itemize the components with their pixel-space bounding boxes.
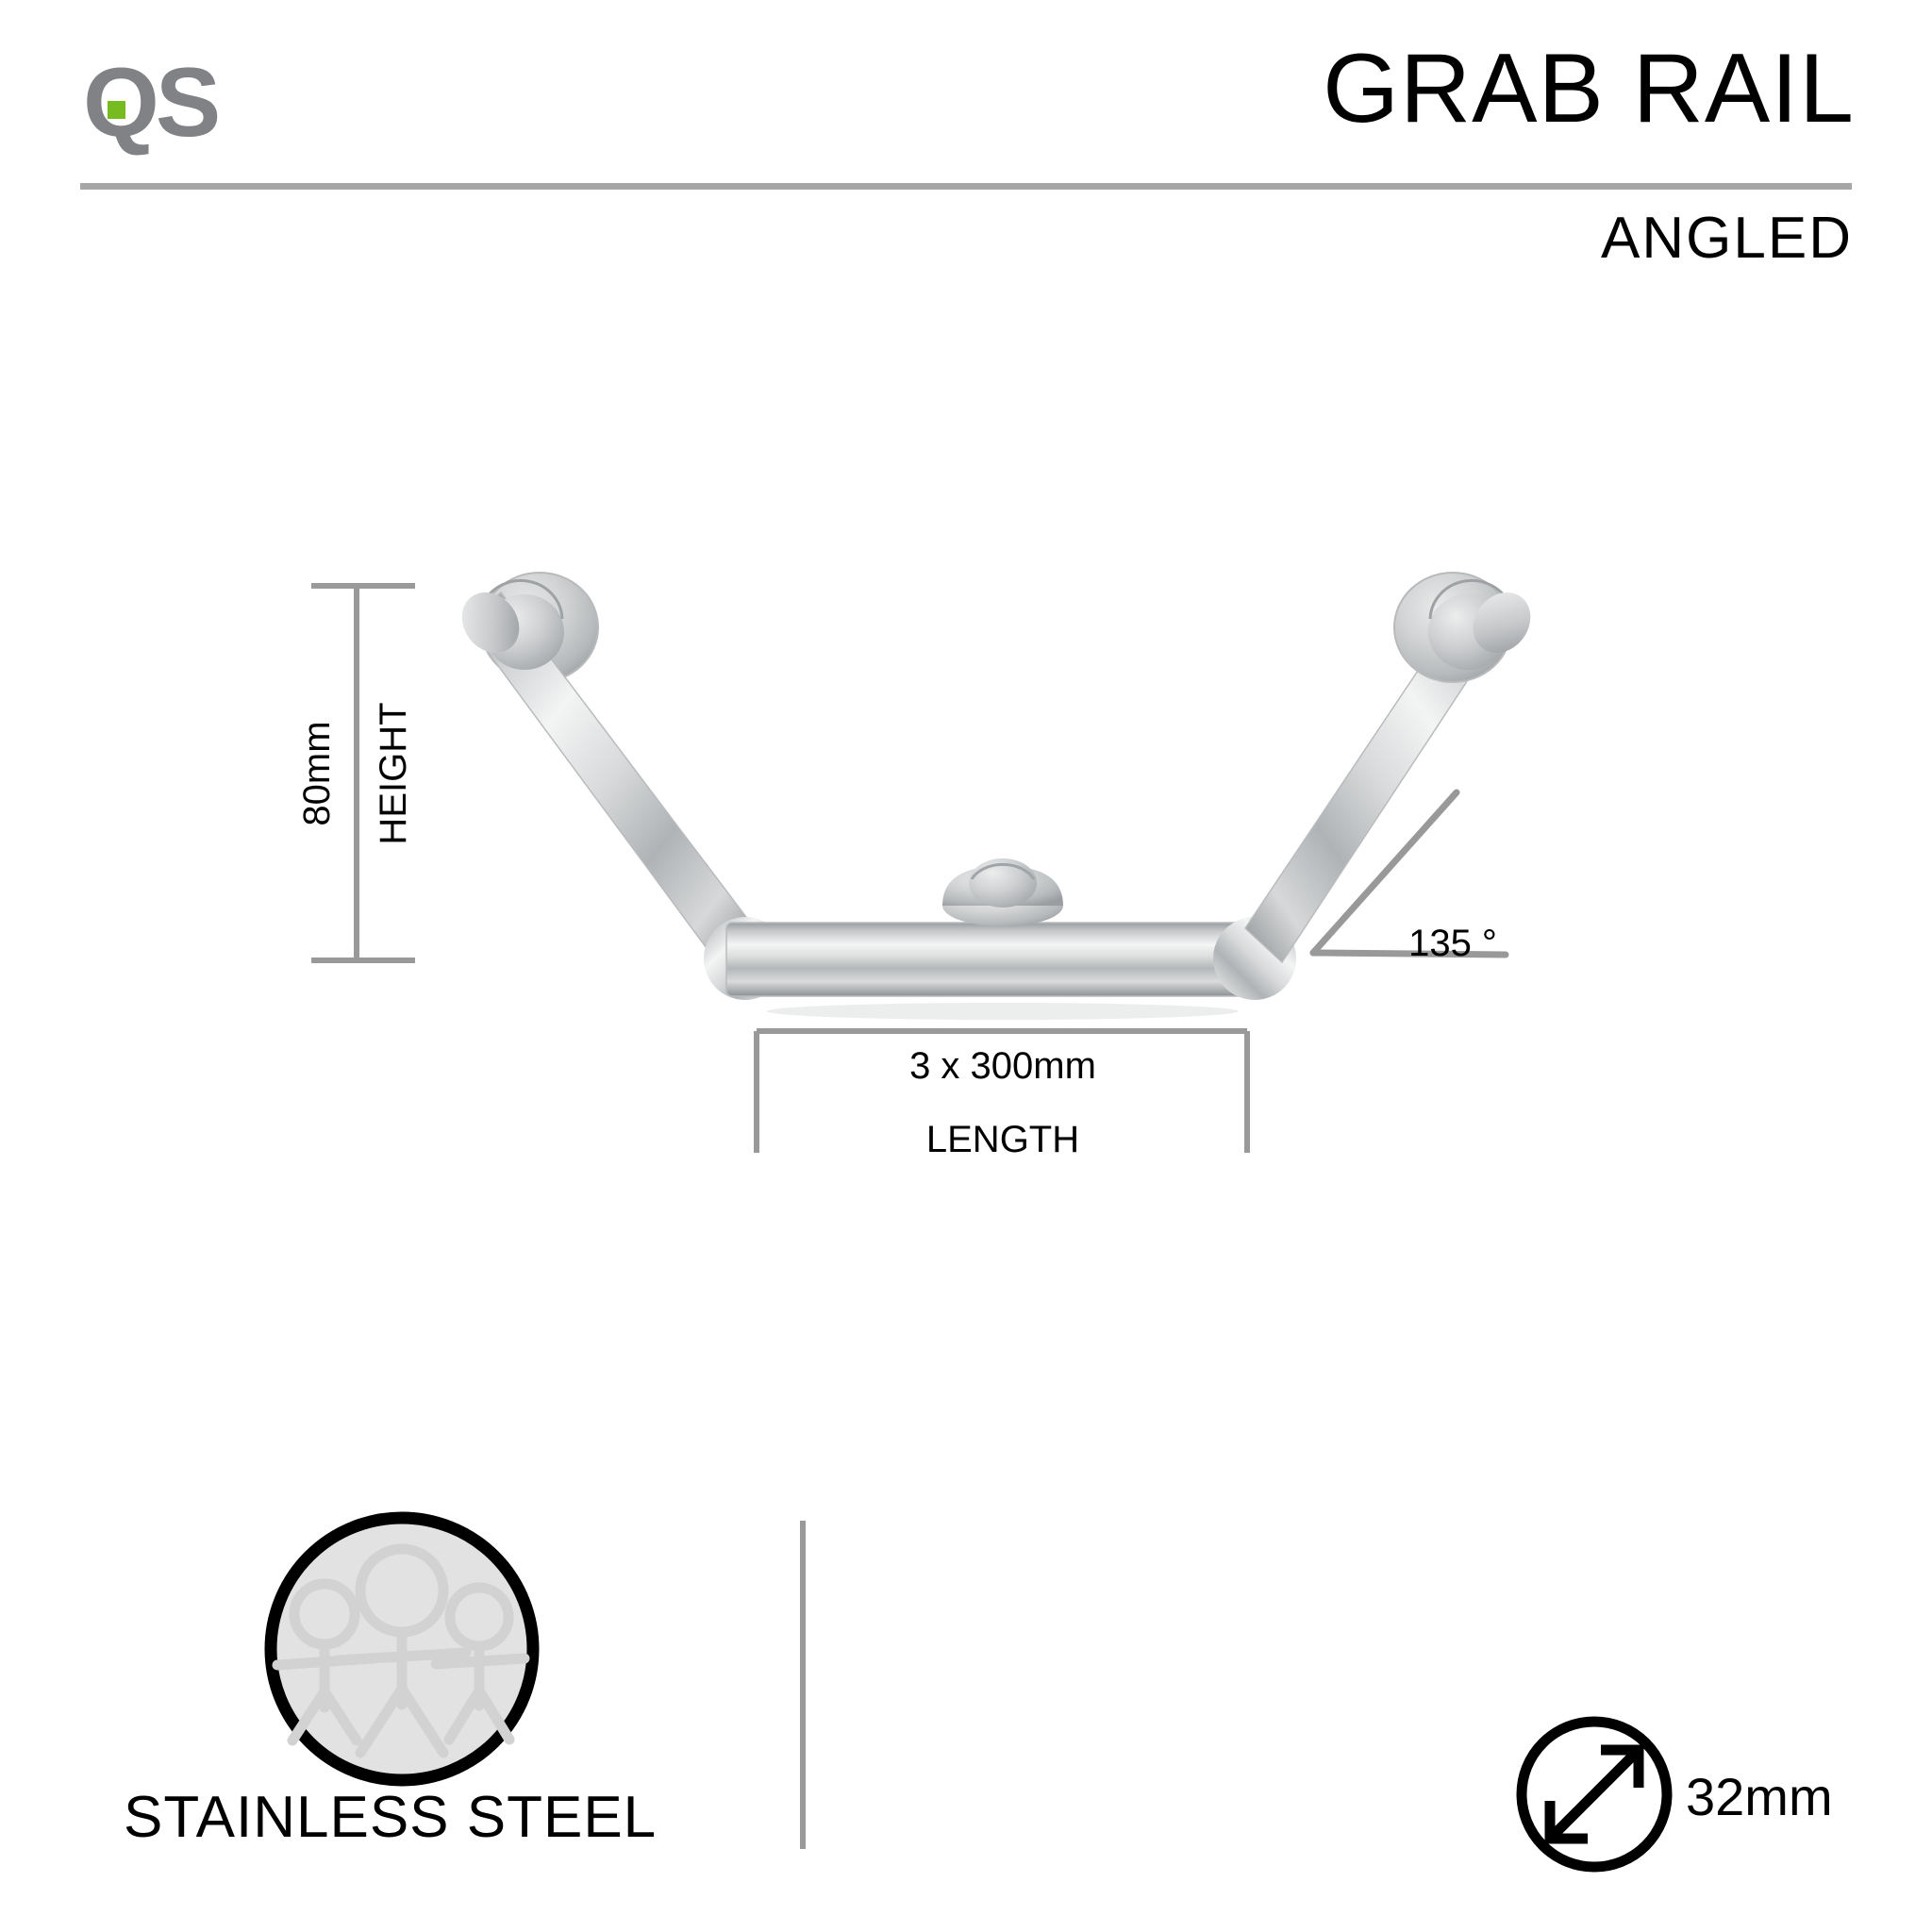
diameter-label: 32mm [1686,1767,1833,1826]
angle-value: 135 ° [1408,923,1497,964]
right-wall-flange [1393,572,1512,683]
page-title: GRAB RAIL [1323,34,1855,143]
logo-accent-square [108,101,125,119]
svg-text:QS: QS [83,55,218,158]
page-subtitle: ANGLED [1601,206,1853,271]
left-lower-elbow [704,917,787,1000]
length-value: 3 x 300mm [909,1045,1096,1087]
right-flange-boss [1428,578,1511,670]
height-value: 80mm [296,721,338,826]
grab-rail-graphic [461,572,1531,1020]
rail-shadow [767,1003,1239,1020]
left-diagonal-tube [465,591,757,964]
length-label: LENGTH [925,1119,1080,1160]
left-flange-boss [481,578,564,670]
three-people-icon [264,1511,540,1787]
material-label: STAINLESS STEEL [124,1785,658,1850]
left-end-cap [461,592,520,653]
bottom-horizontal-tube [725,922,1274,997]
right-diagonal-tube [1244,589,1507,964]
right-end-cap [1473,592,1531,653]
diagonal-arrows-icon [1516,1716,1673,1873]
right-lower-elbow [1213,917,1296,1000]
left-wall-flange [480,572,599,683]
centre-wall-flange [942,858,1063,926]
header-divider [80,183,1852,190]
qs-logo: QS [83,48,291,158]
height-label: HEIGHT [373,702,414,845]
